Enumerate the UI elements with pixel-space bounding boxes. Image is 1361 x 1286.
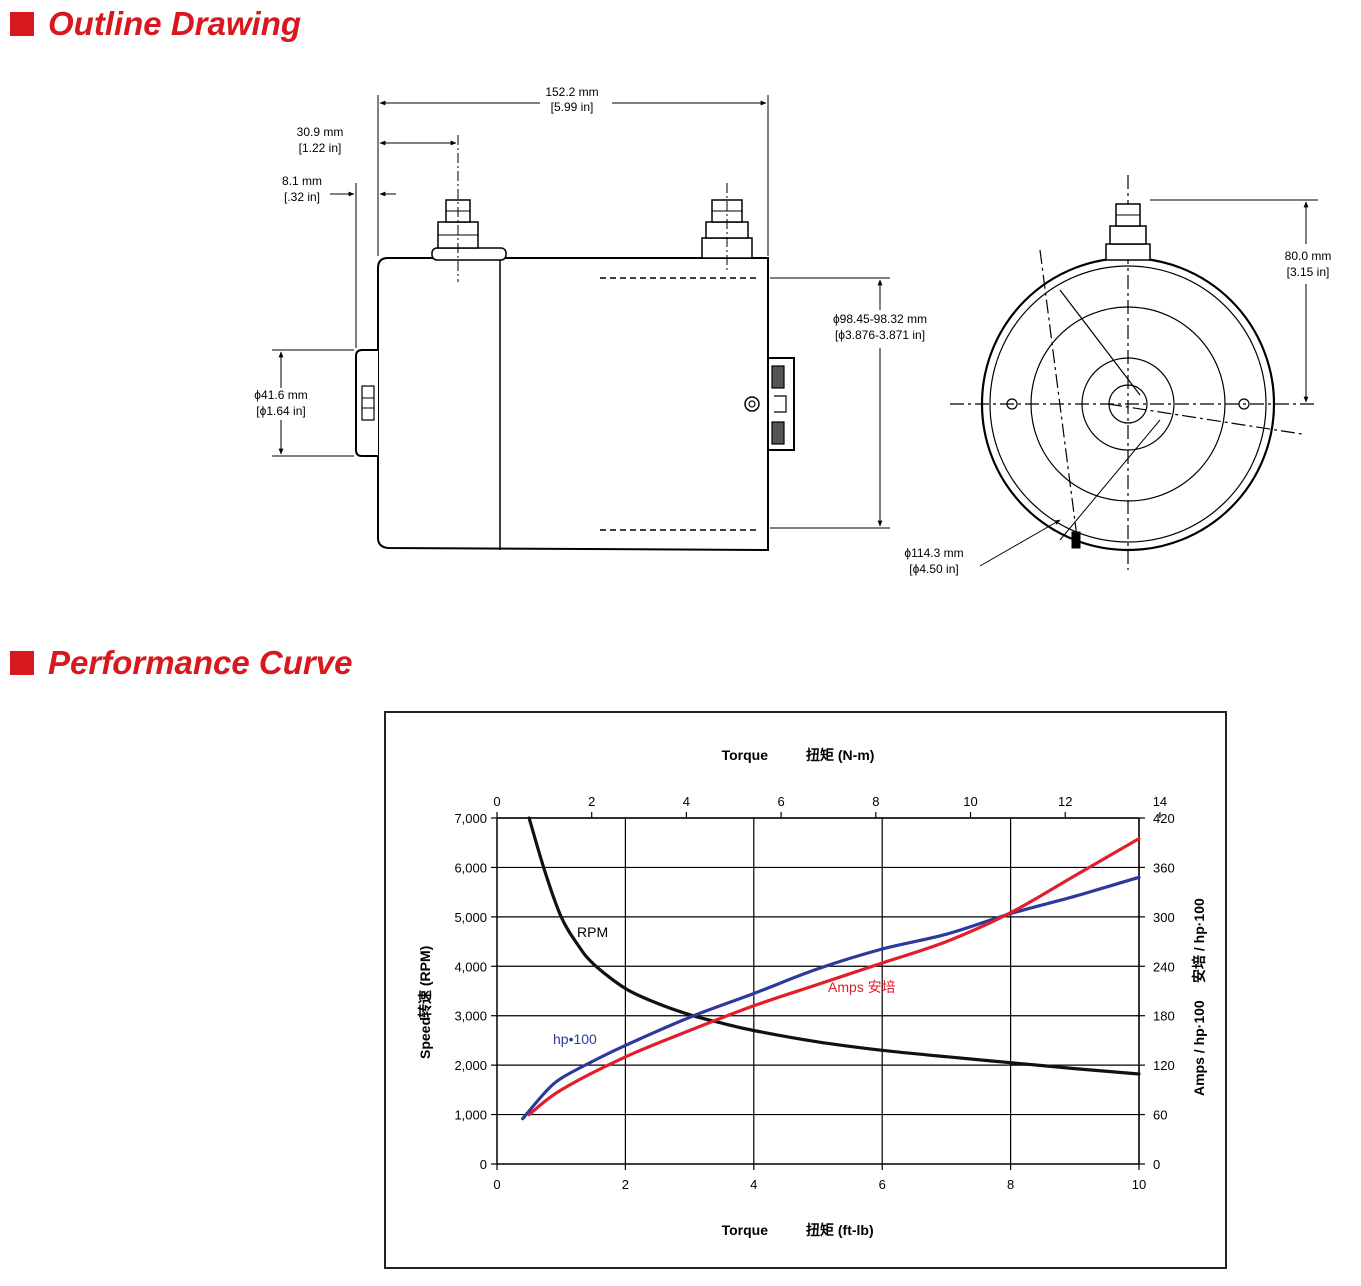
dim-pilot-in: [ϕ1.64 in] — [256, 404, 305, 418]
right-axis-title-cn: 安培 / hp·100 — [1191, 898, 1207, 983]
side-view-dimensions — [272, 95, 890, 529]
annotation-rpm: RPM — [577, 924, 608, 940]
top-axis-title: Torque — [722, 747, 769, 763]
bottom-axis-title-cn: 扭矩 (ft-lb) — [806, 1222, 874, 1238]
outline-title: Outline Drawing — [48, 5, 302, 42]
performance-chart: 0 2 4 6 8 10 0 2 4 6 8 10 12 14 0 1,000 2,000 3,000 4,000 5… — [384, 711, 1227, 1269]
dim-terminal-offset-mm: 30.9 mm — [297, 125, 344, 139]
performance-section-header: Performance Curve — [10, 644, 352, 682]
performance-title: Performance Curve — [48, 644, 353, 681]
top-tick-label-0: 0 — [493, 794, 500, 809]
top-tick-label-6: 12 — [1058, 794, 1072, 809]
left-axis-title-cn: 转速 (RPM) — [417, 946, 433, 1018]
right-tick-label-7: 420 — [1153, 811, 1175, 826]
dim-pilot-mm: ϕ41.6 mm — [254, 388, 307, 402]
left-tick-label-7: 7,000 — [454, 811, 487, 826]
outline-drawing: 152.2 mm [5.99 in] 30.9 mm [1.22 in] 8.1… — [254, 85, 1331, 576]
end-view-dimensions — [979, 199, 1318, 567]
bottom-tick-label-0: 0 — [493, 1177, 500, 1192]
axis-titles: Torque 扭矩 (N-m) Torque 扭矩 (ft-lb) Speed … — [417, 747, 1207, 1238]
top-tick-label-2: 4 — [683, 794, 690, 809]
series-line-2 — [527, 837, 1141, 1117]
annotation-amps: Amps 安培 — [828, 979, 896, 995]
outline-section-header: Outline Drawing — [10, 5, 301, 43]
right-tick-label-2: 120 — [1153, 1058, 1175, 1073]
series — [521, 816, 1141, 1121]
top-tick-label-5: 10 — [963, 794, 977, 809]
dimension-labels: 152.2 mm [5.99 in] 30.9 mm [1.22 in] 8.1… — [254, 85, 1331, 576]
dim-outer-in: [ϕ4.50 in] — [909, 562, 958, 576]
bottom-tick-label-4: 8 — [1007, 1177, 1014, 1192]
dim-outer-mm: ϕ114.3 mm — [904, 546, 963, 560]
ticks: 0 2 4 6 8 10 0 2 4 6 8 10 12 14 0 1,000 2,000 3,000 4,000 5… — [454, 794, 1174, 1192]
left-tick-label-1: 1,000 — [454, 1108, 487, 1123]
red-square-icon — [10, 12, 34, 36]
left-tick-label-0: 0 — [480, 1157, 487, 1172]
right-tick-label-0: 0 — [1153, 1157, 1160, 1172]
top-tick-label-1: 2 — [588, 794, 595, 809]
left-tick-label-5: 5,000 — [454, 910, 487, 925]
dim-length-mm: 152.2 mm — [545, 85, 598, 99]
left-tick-label-4: 4,000 — [454, 959, 487, 974]
side-view — [355, 135, 795, 552]
top-tick-label-3: 6 — [777, 794, 784, 809]
dim-boss-in: [.32 in] — [284, 190, 320, 204]
grid — [496, 817, 1140, 1165]
dim-terminal-height-in: [3.15 in] — [1287, 265, 1330, 279]
bottom-tick-label-5: 10 — [1132, 1177, 1146, 1192]
left-tick-label-6: 6,000 — [454, 860, 487, 875]
annotation-hp: hp•100 — [553, 1031, 597, 1047]
series-annotations: RPM hp•100 Amps 安培 — [553, 924, 896, 1047]
end-view — [950, 175, 1318, 570]
right-tick-label-1: 60 — [1153, 1108, 1167, 1123]
dim-body-in: [ϕ3.876-3.871 in] — [835, 328, 925, 342]
left-axis-title: Speed — [417, 1017, 433, 1059]
top-tick-label-4: 8 — [872, 794, 879, 809]
right-tick-label-5: 300 — [1153, 910, 1175, 925]
dim-length-in: [5.99 in] — [551, 100, 594, 114]
dim-terminal-height-mm: 80.0 mm — [1285, 249, 1332, 263]
left-tick-label-2: 2,000 — [454, 1058, 487, 1073]
right-tick-label-3: 180 — [1153, 1009, 1175, 1024]
bottom-tick-label-3: 6 — [879, 1177, 886, 1192]
series-line-1 — [521, 875, 1141, 1121]
right-tick-label-6: 360 — [1153, 860, 1175, 875]
dim-terminal-offset-in: [1.22 in] — [299, 141, 342, 155]
dim-boss-mm: 8.1 mm — [282, 174, 322, 188]
top-axis-title-cn: 扭矩 (N-m) — [806, 747, 874, 763]
series-line-0 — [527, 816, 1141, 1076]
bottom-tick-label-1: 2 — [622, 1177, 629, 1192]
red-square-icon — [10, 651, 34, 675]
dim-body-mm: ϕ98.45-98.32 mm — [833, 312, 927, 326]
performance-chart-svg: 0 2 4 6 8 10 0 2 4 6 8 10 12 14 0 1,000 2,000 3,000 4,000 5… — [417, 747, 1207, 1238]
right-axis-title: Amps / hp·100 — [1191, 1000, 1207, 1096]
right-tick-label-4: 240 — [1153, 959, 1175, 974]
left-tick-label-3: 3,000 — [454, 1009, 487, 1024]
top-tick-label-7: 14 — [1153, 794, 1167, 809]
bottom-tick-label-2: 4 — [750, 1177, 757, 1192]
bottom-axis-title: Torque — [722, 1222, 769, 1238]
